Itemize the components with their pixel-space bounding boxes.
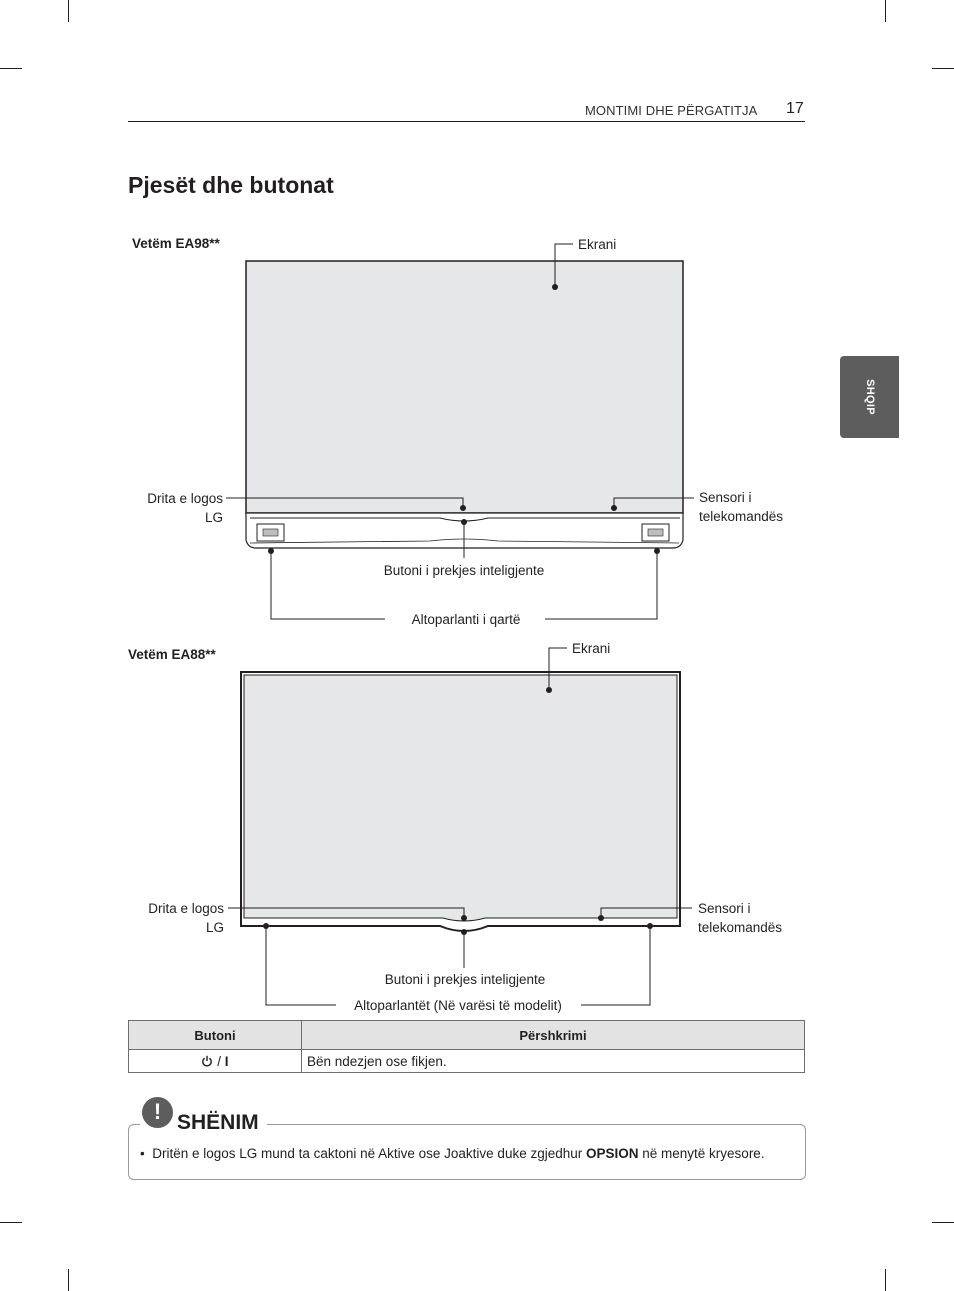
exclamation-icon: ! — [142, 1096, 173, 1128]
language-tab: SHQIP — [840, 356, 899, 438]
table-header-row: Butoni Përshkrimi — [128, 1020, 805, 1050]
button-bar-symbol: I — [224, 1053, 229, 1069]
label-speakers-ea88: Altoparlantët (Në varësi të modelit) — [346, 996, 570, 1015]
label-logo-light-ea88: Drita e logos LG — [148, 901, 224, 935]
tv-ea98-screen — [245, 260, 684, 514]
crop-mark — [68, 0, 69, 22]
crop-mark — [885, 1269, 886, 1291]
button-cell: / I — [128, 1049, 302, 1073]
column-header-button: Butoni — [128, 1020, 302, 1050]
crop-mark — [885, 0, 886, 22]
crop-mark — [0, 1222, 22, 1223]
model-label-ea88: Vetëm EA88** — [128, 647, 216, 662]
header-section-title: MONTIMI DHE PËRGATITJA — [585, 103, 758, 118]
note-title: SHËNIM — [177, 1111, 259, 1134]
label-speakers-ea98: Altoparlanti i qartë — [403, 610, 529, 629]
label-remote-sensor-ea88: Sensori i telekomandës — [698, 901, 783, 935]
note-header: ! SHËNIM — [140, 1096, 267, 1142]
page-number: 17 — [786, 100, 804, 117]
tv-ea88-drawing — [228, 647, 692, 1006]
note-text-bold: OPSION — [586, 1146, 639, 1161]
crop-mark — [932, 1222, 954, 1223]
tv-ea98-drawing — [226, 243, 694, 620]
page-title: Pjesët dhe butonat — [128, 172, 334, 198]
crop-mark — [0, 68, 22, 69]
label-touch-button-ea88: Butoni i prekjes inteligjente — [376, 970, 554, 989]
button-separator: / — [217, 1053, 221, 1069]
column-header-description: Përshkrimi — [301, 1020, 805, 1050]
header-divider — [128, 121, 805, 122]
label-screen-ea98: Ekrani — [578, 237, 617, 252]
table-row: / I Bën ndezjen ose fikjen. — [128, 1049, 805, 1073]
note-text-before: Dritën e logos LG mund ta caktoni në Akt… — [152, 1146, 586, 1161]
note-bullet: • — [140, 1146, 145, 1161]
crop-mark — [932, 68, 954, 69]
label-touch-button-ea98: Butoni i prekjes inteligjente — [375, 561, 553, 580]
label-screen-ea88: Ekrani — [572, 641, 611, 656]
label-logo-light-ea98: Drita e logos LG — [147, 491, 223, 525]
note-text-after: në menytë kryesore. — [638, 1146, 765, 1161]
label-remote-sensor-ea98: Sensori i telekomandës — [699, 490, 784, 524]
power-icon — [202, 1055, 213, 1066]
description-cell: Bën ndezjen ose fikjen. — [301, 1049, 805, 1073]
buttons-table: Butoni Përshkrimi / I Bën ndezjen ose fi… — [128, 1020, 805, 1073]
model-label-ea98: Vetëm EA98** — [132, 236, 220, 251]
crop-mark — [68, 1269, 69, 1291]
note-item: • Dritën e logos LG mund ta caktoni në A… — [140, 1146, 765, 1161]
